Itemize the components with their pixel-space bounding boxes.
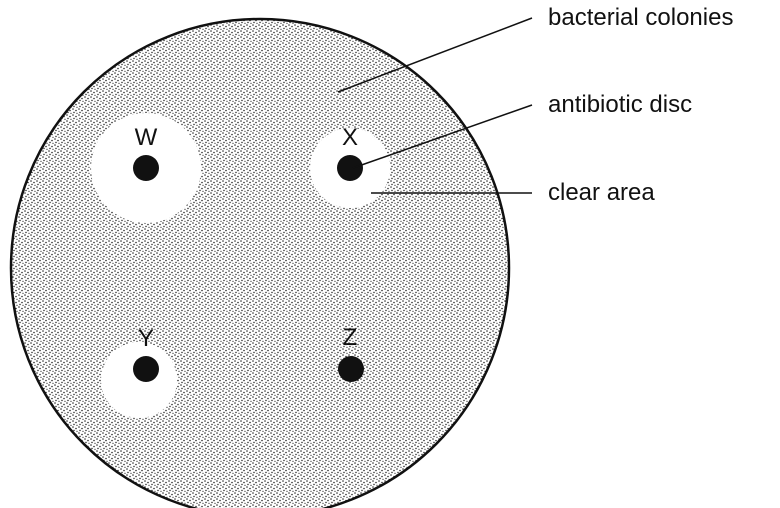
disc-label-y: Y [131,327,161,351]
clear-zone-y [101,342,177,418]
label-clear-area: clear area [548,181,655,205]
antibiotic-disc-z [338,356,364,382]
petri-dish-plate [11,19,509,508]
label-bacterial-colonies: bacterial colonies [548,6,733,30]
antibiotic-disc-y [133,356,159,382]
antibiotic-disc-w [133,155,159,181]
disc-label-w: W [131,126,161,150]
disc-label-x: X [335,126,365,150]
disc-label-z: Z [335,326,365,350]
label-antibiotic-disc: antibiotic disc [548,93,692,117]
antibiotic-disc-x [337,155,363,181]
